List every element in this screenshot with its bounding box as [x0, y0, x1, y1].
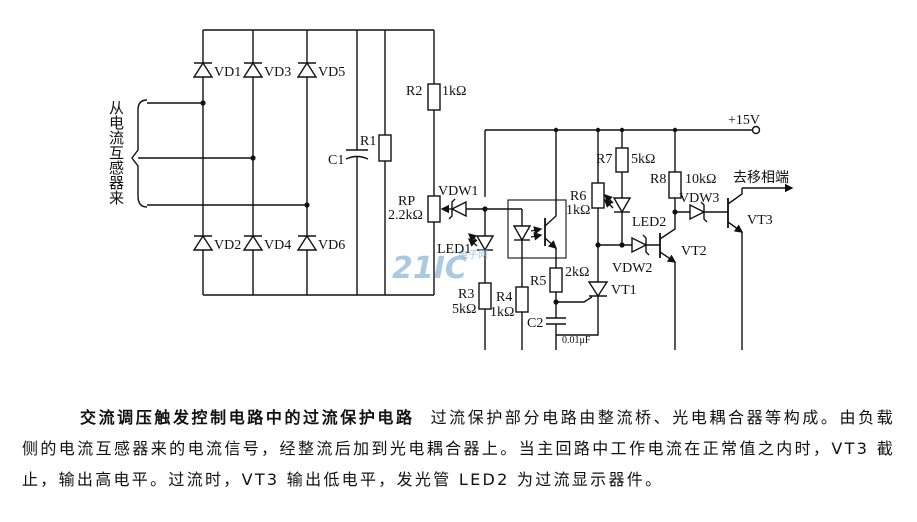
label-vdw2: VDW2: [612, 261, 652, 276]
label-r8: R8: [650, 172, 666, 187]
label-vd6: VD6: [318, 238, 345, 253]
label-vd4: VD4: [264, 238, 291, 253]
label-c2-value: 0.01μF: [562, 335, 591, 346]
label-r4-value: 1kΩ: [490, 305, 514, 320]
capacitor-c1: [345, 149, 369, 160]
component-labels: VD1 VD3 VD5 VD2 VD4 VD6 C1 R1 R2 1kΩ RP …: [214, 65, 789, 346]
resistor-r7: [615, 147, 629, 173]
label-r3: R3: [458, 287, 474, 302]
capacitor-c2: [546, 317, 566, 325]
label-r7: R7: [596, 152, 612, 167]
label-r2: R2: [406, 84, 422, 99]
label-output: 去移相端: [733, 170, 789, 186]
optocoupler: [507, 199, 567, 259]
label-vt3: VT3: [747, 213, 773, 228]
led-led1: [467, 233, 495, 252]
label-rp: RP: [398, 194, 415, 209]
label-r4: R4: [496, 290, 512, 305]
label-led1: LED1: [437, 242, 471, 257]
resistor-r6: [591, 182, 605, 209]
label-c1: C1: [328, 153, 344, 168]
transistor-vt2: [659, 233, 677, 263]
label-vdw1: VDW1: [438, 184, 478, 199]
label-vdw3: VDW3: [679, 191, 719, 206]
zener-vdw1: [448, 198, 467, 220]
thyristor-vt1: [587, 281, 609, 298]
label-vd2: VD2: [214, 238, 241, 253]
label-rp-value: 2.2kΩ: [388, 208, 423, 223]
label-r6: R6: [570, 189, 586, 204]
led-led2: [604, 194, 632, 214]
diode-vd5: [296, 61, 318, 78]
bridge-input-label: 从电流互感器来: [107, 100, 125, 205]
circuit-schematic: 21IC 电子网 VD1 VD3 VD5 VD2 VD4 VD6 C1 R1 R…: [131, 29, 794, 350]
caption-body: 过流保护部分电路由整流桥、光电耦合器等构成。由负载侧的电流互感器来的电流信号，经…: [22, 408, 895, 489]
potentiometer-rp: [427, 195, 441, 223]
label-vd1: VD1: [214, 65, 241, 80]
diode-vd1: [192, 61, 214, 78]
label-supply: +15V: [728, 113, 760, 128]
label-vd3: VD3: [264, 65, 291, 80]
resistor-r8: [668, 171, 682, 199]
zener-vdw2: [631, 234, 650, 256]
label-r5: R5: [530, 274, 546, 289]
label-vd5: VD5: [318, 65, 345, 80]
resistor-r1: [378, 134, 392, 162]
watermark-sub: 电子网: [458, 248, 488, 261]
watermark-brand: 21IC: [392, 251, 467, 286]
transistor-vt3: [727, 198, 744, 233]
label-r5-value: 2kΩ: [565, 265, 589, 280]
watermark-logo: 21IC 电子网: [392, 248, 488, 286]
label-r3-value: 5kΩ: [452, 302, 476, 317]
resistor-r4: [515, 286, 529, 313]
label-r1: R1: [360, 134, 376, 149]
figure-caption: 交流调压触发控制电路中的过流保护电路过流保护部分电路由整流桥、光电耦合器等构成。…: [22, 402, 895, 512]
label-r8-value: 10kΩ: [685, 172, 716, 187]
resistor-r5: [549, 267, 563, 293]
label-vt2: VT2: [681, 244, 707, 259]
label-led2: LED2: [632, 215, 666, 230]
label-r6-value: 1kΩ: [566, 203, 590, 218]
caption-title: 交流调压触发控制电路中的过流保护电路: [80, 408, 415, 427]
label-r2-value: 1kΩ: [442, 84, 466, 99]
zener-vdw3: [689, 201, 708, 223]
label-r7-value: 5kΩ: [631, 152, 655, 167]
diode-vd3: [242, 61, 264, 78]
diode-vd6: [296, 234, 318, 251]
junction-dots: [200, 100, 678, 305]
supply-terminal: [751, 125, 761, 135]
resistor-r3: [478, 282, 492, 310]
diode-vd4: [242, 234, 264, 251]
label-c2: C2: [527, 316, 543, 331]
resistor-r2: [427, 83, 441, 111]
label-vt1: VT1: [611, 283, 637, 298]
diode-vd2: [192, 234, 214, 251]
